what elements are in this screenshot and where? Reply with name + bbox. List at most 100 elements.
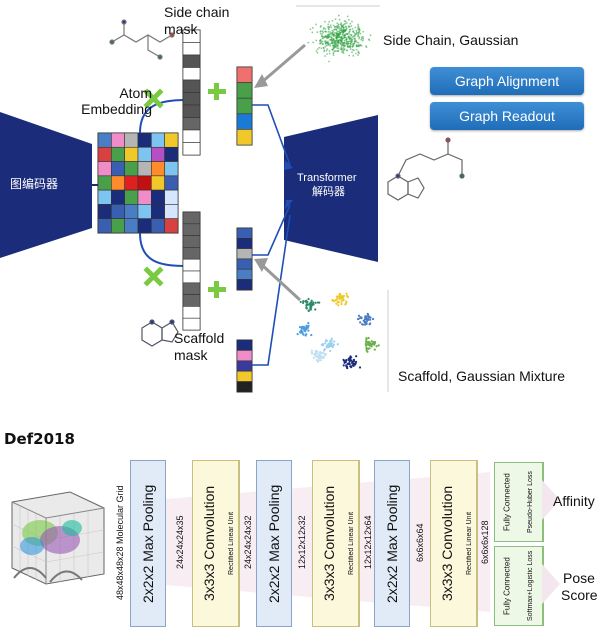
side-chain-mask-label: Side chain mask bbox=[164, 4, 230, 37]
cloud-point bbox=[322, 42, 324, 45]
output-cell bbox=[236, 360, 253, 372]
cloud-point bbox=[341, 34, 344, 37]
mixture-point bbox=[366, 312, 369, 315]
plus-icon-top bbox=[208, 83, 226, 100]
cloud-point bbox=[332, 38, 335, 41]
matrix-cell bbox=[151, 218, 165, 234]
mixture-point bbox=[302, 300, 305, 303]
mixture-point bbox=[354, 360, 358, 363]
cross-icon-top bbox=[143, 88, 164, 109]
layer-title: 3x3x3 Convolution bbox=[201, 485, 217, 602]
cloud-point bbox=[340, 22, 343, 24]
input-grid-label: 48x48x48x28 Molecular Grid bbox=[115, 485, 125, 600]
cloud-point bbox=[325, 30, 328, 33]
mixture-point bbox=[335, 295, 338, 298]
cloud-point bbox=[331, 34, 333, 36]
cloud-point bbox=[353, 31, 355, 34]
mixture-point bbox=[346, 362, 349, 365]
cloud-point bbox=[348, 26, 350, 29]
layer-convolution-2: 3x3x3 Convolution Rectified Linear Unit bbox=[312, 460, 360, 627]
output-cell bbox=[236, 113, 253, 130]
cloud-point bbox=[320, 35, 323, 38]
mask-cell bbox=[182, 79, 201, 93]
graph-alignment-button[interactable]: Graph Alignment bbox=[430, 67, 584, 95]
cloud-point bbox=[341, 25, 344, 28]
cloud-point bbox=[337, 33, 339, 35]
mixture-point bbox=[302, 326, 306, 330]
cloud-point bbox=[316, 51, 319, 54]
mixture-point bbox=[367, 315, 370, 318]
side-chain-mask-column bbox=[182, 29, 201, 156]
cloud-point bbox=[321, 30, 324, 32]
cloud-point bbox=[338, 29, 341, 32]
cloud-point bbox=[362, 35, 364, 38]
side-chain-gaussian-label: Side Chain, Gaussian bbox=[383, 32, 519, 48]
mixture-point bbox=[364, 322, 367, 325]
cloud-point bbox=[338, 30, 340, 33]
output-cell bbox=[236, 66, 253, 83]
mixture-point bbox=[329, 349, 332, 353]
cloud-point bbox=[322, 47, 325, 49]
head-layer: Fully Connected bbox=[502, 473, 512, 531]
cloud-point bbox=[349, 28, 352, 31]
cloud-point bbox=[327, 44, 330, 46]
cloud-point bbox=[353, 37, 356, 40]
cloud-point bbox=[330, 36, 333, 39]
cloud-point bbox=[322, 28, 325, 30]
molecule-icon-side-chain bbox=[109, 19, 175, 60]
cloud-point bbox=[358, 31, 360, 33]
pose-score-head: Fully Connected Softmax+Logistic Loss bbox=[494, 546, 544, 626]
cloud-point bbox=[360, 38, 363, 41]
cloud-point bbox=[333, 40, 336, 43]
cloud-point bbox=[328, 60, 330, 63]
molecule-icon-scaffold bbox=[141, 319, 179, 347]
mixture-point bbox=[300, 327, 303, 330]
cloud-point bbox=[332, 54, 335, 57]
mixture-point bbox=[314, 308, 317, 311]
matrix-cell bbox=[151, 189, 165, 205]
cloud-point bbox=[324, 40, 327, 42]
mask-cell bbox=[182, 294, 201, 307]
mixture-point bbox=[322, 344, 325, 347]
matrix-cell bbox=[137, 204, 152, 219]
matrix-cell bbox=[164, 132, 179, 148]
cloud-point bbox=[327, 34, 330, 37]
mixture-point bbox=[342, 358, 345, 361]
graph-readout-button[interactable]: Graph Readout bbox=[430, 102, 584, 130]
matrix-cell bbox=[111, 161, 125, 177]
matrix-cell bbox=[151, 132, 165, 148]
cloud-point bbox=[351, 38, 354, 41]
mixture-point bbox=[309, 306, 312, 310]
cloud-point bbox=[309, 28, 312, 31]
mixture-point bbox=[306, 325, 309, 329]
mask-cell bbox=[182, 92, 201, 106]
mixture-point bbox=[340, 294, 343, 297]
mixture-point bbox=[341, 296, 344, 299]
decoder-label-line1: Transformer bbox=[297, 172, 357, 184]
mixture-point bbox=[369, 316, 372, 319]
mixture-point bbox=[323, 349, 326, 352]
cloud-point bbox=[312, 27, 314, 29]
cloud-point bbox=[353, 42, 356, 45]
mixture-point bbox=[342, 364, 345, 367]
matrix-cell bbox=[97, 132, 112, 148]
mixture-point bbox=[336, 343, 339, 346]
mixture-point bbox=[308, 309, 311, 312]
cloud-point bbox=[355, 29, 358, 32]
scaffold-mask-label: Scaffold mask bbox=[174, 330, 225, 363]
mixture-point bbox=[369, 343, 372, 346]
mixture-point bbox=[325, 346, 329, 349]
mixture-point bbox=[367, 340, 370, 343]
matrix-cell bbox=[124, 204, 139, 219]
cloud-point bbox=[328, 52, 331, 55]
mixture-point bbox=[368, 323, 371, 326]
cloud-point bbox=[345, 42, 348, 45]
mask-cell bbox=[182, 211, 201, 225]
cloud-point bbox=[342, 47, 345, 49]
cloud-point bbox=[321, 33, 324, 35]
cross-icon-bottom bbox=[143, 266, 164, 287]
cloud-point bbox=[343, 36, 345, 39]
cloud-point bbox=[355, 52, 357, 55]
matrix-cell bbox=[111, 175, 125, 191]
cloud-point bbox=[337, 42, 340, 45]
